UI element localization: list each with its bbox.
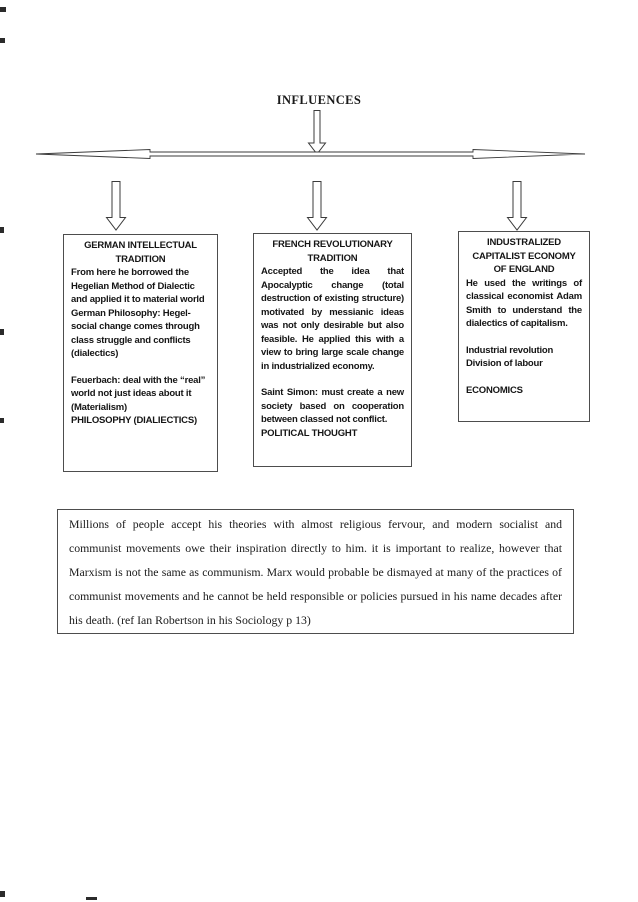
- box-paragraph: German Philosophy: Hegel- social change …: [71, 307, 200, 360]
- scan-artifact: [0, 7, 6, 12]
- box-industralized-capitalist-economy: INDUSTRALIZED CAPITALIST ECONOMY OF ENGL…: [458, 231, 590, 422]
- box-heading: GERMAN INTELLECTUAL TRADITION: [84, 240, 197, 265]
- scan-artifact: [0, 329, 4, 335]
- box-french-revolutionary-tradition: FRENCH REVOLUTIONARY TRADITION Accepted …: [253, 233, 412, 467]
- box-paragraph: Saint Simon: must create a new society b…: [261, 387, 404, 425]
- box-paragraph: PHILOSOPHY (DIALIECTICS): [71, 415, 197, 426]
- horizontal-double-arrow-icon: [35, 149, 586, 159]
- box-paragraph: POLITICAL THOUGHT: [261, 427, 358, 439]
- box-german-intellectual-tradition: GERMAN INTELLECTUAL TRADITION From here …: [63, 234, 218, 472]
- diagram-title: INFLUENCES: [276, 93, 362, 107]
- scan-artifact: [86, 897, 97, 900]
- summary-paragraph: Millions of people accept his theories w…: [69, 517, 562, 627]
- scan-artifact: [0, 38, 5, 43]
- summary-paragraph-box: Millions of people accept his theories w…: [57, 509, 574, 634]
- box-paragraph: ECONOMICS: [466, 384, 523, 396]
- scan-artifact: [0, 227, 4, 233]
- box-heading: INDUSTRALIZED CAPITALIST ECONOMY OF ENGL…: [472, 237, 576, 275]
- box-paragraph: Feuerbach: deal with the “real” world no…: [71, 374, 206, 413]
- scan-artifact: [0, 418, 4, 423]
- box-paragraph: Industrial revolution: [466, 344, 554, 356]
- down-arrow-icon: [306, 181, 328, 231]
- down-arrow-icon: [506, 181, 528, 231]
- box-paragraph: From here he borrowed the Hegelian Metho…: [71, 267, 205, 305]
- down-arrow-icon: [105, 181, 127, 231]
- box-paragraph: Accepted the idea that Apocalyptic chang…: [261, 266, 404, 372]
- down-arrow-icon: [307, 110, 327, 155]
- scan-artifact: [0, 891, 5, 897]
- box-heading: FRENCH REVOLUTIONARY TRADITION: [272, 239, 393, 264]
- box-paragraph: He used the writings of classical econom…: [466, 277, 582, 330]
- box-paragraph: Division of labour: [466, 358, 543, 369]
